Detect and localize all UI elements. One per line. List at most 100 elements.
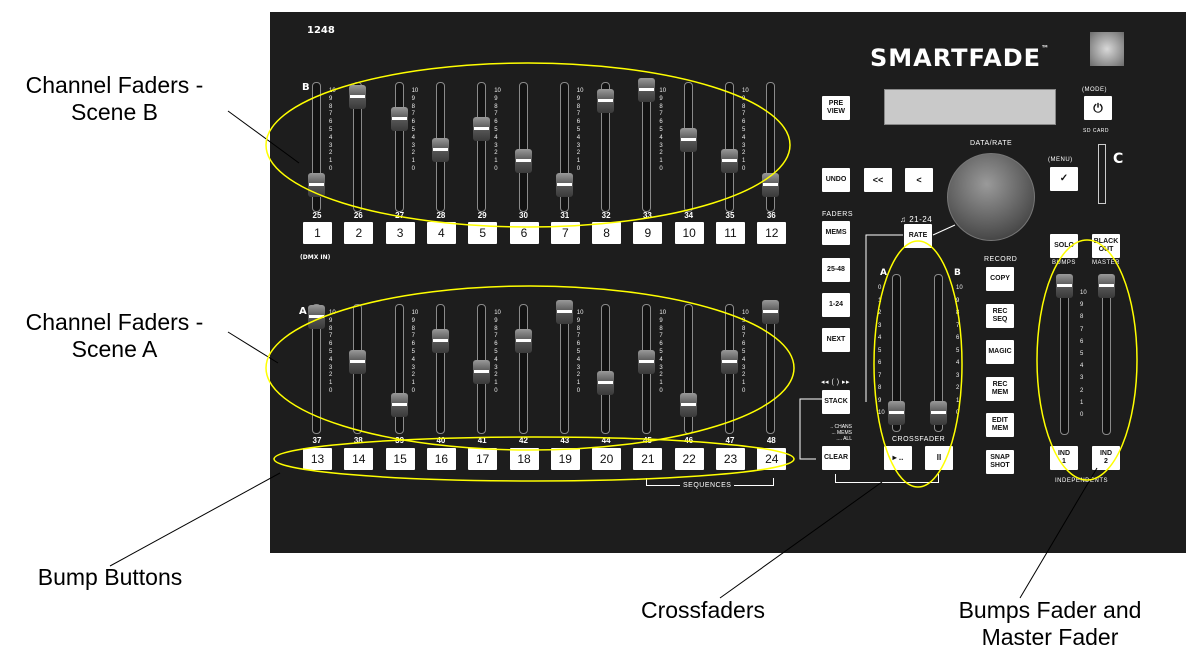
data-rate-wheel[interactable] [947,153,1035,241]
clear-button[interactable]: CLEAR [822,446,850,470]
scale-tick: 3 [659,142,663,149]
top-bump-button[interactable]: 6 [509,222,539,244]
range-25-48-button[interactable]: 25-48 [822,258,850,282]
scene-b-fader-knob[interactable] [721,149,738,174]
bottom-bump-button[interactable]: 20 [592,448,622,470]
crossfader-pause-button[interactable]: II [925,446,953,470]
top-bump-button[interactable]: 8 [592,222,622,244]
scene-a-fader-knob[interactable] [431,328,449,353]
top-bump-button[interactable]: 12 [757,222,787,244]
scene-b-fader-slot[interactable] [394,82,404,212]
top-bump-button[interactable]: 1 [303,222,332,244]
scene-a-fader-knob[interactable] [638,349,656,374]
scene-b-fader-slot[interactable] [518,82,528,212]
bottom-bump-button[interactable]: 23 [716,448,745,470]
scene-a-fader-knob[interactable] [473,360,491,385]
top-bump-button[interactable]: 11 [716,222,745,244]
crossfader-go-button[interactable]: ▸ .. [884,446,912,470]
scene-b-fader-knob[interactable] [597,88,615,113]
record-button[interactable]: MAGIC [986,340,1014,364]
scene-a-channel-number: 43 [560,436,570,445]
bumps-fader-knob[interactable] [1056,274,1073,298]
scene-b-fader-knob[interactable] [679,127,697,152]
scale-tick: 7 [659,111,663,118]
scale-tick: 7 [576,111,581,118]
scene-a-fader-knob[interactable] [555,300,573,324]
scene-a-channel-number: 47 [725,436,735,445]
scene-a-fader-slot[interactable] [601,304,611,434]
scene-b-fader-knob[interactable] [390,106,408,131]
scale-tick: 0 [411,165,415,172]
bottom-bump-button[interactable]: 13 [303,448,332,470]
top-bump-button[interactable]: 2 [344,222,374,244]
bottom-bump-button[interactable]: 16 [426,448,456,470]
top-bump-button[interactable]: 10 [674,222,704,244]
scene-b-fader-knob[interactable] [514,149,532,174]
crossfader-a-knob[interactable] [888,401,905,425]
scene-a-fader-slot[interactable] [518,304,528,434]
scene-a-fader-knob[interactable] [514,328,532,353]
scene-b-fader-knob[interactable] [555,173,573,198]
top-bump-button[interactable]: 7 [550,222,580,244]
scene-b-fader-knob[interactable] [431,138,449,163]
top-bump-button[interactable]: 3 [385,222,415,244]
scene-b-fader-knob[interactable] [638,78,656,102]
range-1-24-button[interactable]: 1-24 [822,293,850,317]
bottom-bump-button[interactable]: 14 [344,448,374,470]
bottom-bump-button[interactable]: 24 [757,448,787,470]
stack-button[interactable]: STACK [822,390,850,414]
master-fader-slot[interactable] [1102,277,1111,435]
bottom-bump-button[interactable]: 15 [385,448,415,470]
scene-b-fader-knob[interactable] [308,173,325,198]
bottom-bump-button[interactable]: 17 [468,448,498,470]
scale-tick: 10 [494,88,501,94]
master-fader-knob[interactable] [1098,274,1115,298]
scene-b-fader-knob[interactable] [349,85,367,110]
scene-b-fader-slot[interactable] [725,82,734,212]
top-bump-button[interactable]: 4 [426,222,456,244]
scene-b-fader-knob[interactable] [762,173,780,198]
scale-tick: 1 [411,380,415,387]
bottom-bump-button[interactable]: 19 [550,448,580,470]
scene-a-fader-knob[interactable] [349,349,367,374]
scene-a-fader-knob[interactable] [308,305,325,330]
back-single-button[interactable]: < [905,168,933,192]
undo-button[interactable]: UNDO [822,168,850,192]
power-mode-button[interactable]: ⏻ [1084,96,1112,120]
bottom-bump-button[interactable]: 22 [674,448,704,470]
solo-button[interactable]: SOLO [1050,234,1078,258]
scale-tick: 2 [411,150,415,157]
sd-card-slot[interactable] [1098,144,1106,204]
menu-check-button[interactable]: ✓ [1050,167,1078,191]
back-double-button[interactable]: << [864,168,892,192]
record-button-line: SEQ [992,315,1008,323]
scene-a-fader-slot[interactable] [435,304,445,434]
scene-a-fader-knob[interactable] [679,393,697,418]
mems-button[interactable]: MEMS [822,221,850,245]
bottom-bump-button[interactable]: 21 [633,448,663,470]
top-bump-button[interactable]: 5 [468,222,498,244]
bottom-bump-button[interactable]: 18 [509,448,539,470]
next-button[interactable]: NEXT [822,328,850,352]
scene-a-fader-knob[interactable] [390,393,408,418]
scene-b-fader-slot[interactable] [477,82,487,212]
scene-a-fader-knob[interactable] [597,371,615,396]
rate-button[interactable]: RATE [904,224,932,248]
scene-a-fader-knob[interactable] [721,349,738,374]
scene-a-fader-knob[interactable] [762,300,780,324]
bumps-fader-slot[interactable] [1060,277,1069,435]
record-button[interactable]: COPY [986,267,1014,291]
crossfader-b-knob[interactable] [930,401,947,425]
scene-b-fader-knob[interactable] [473,117,491,142]
top-bump-button[interactable]: 9 [633,222,663,244]
